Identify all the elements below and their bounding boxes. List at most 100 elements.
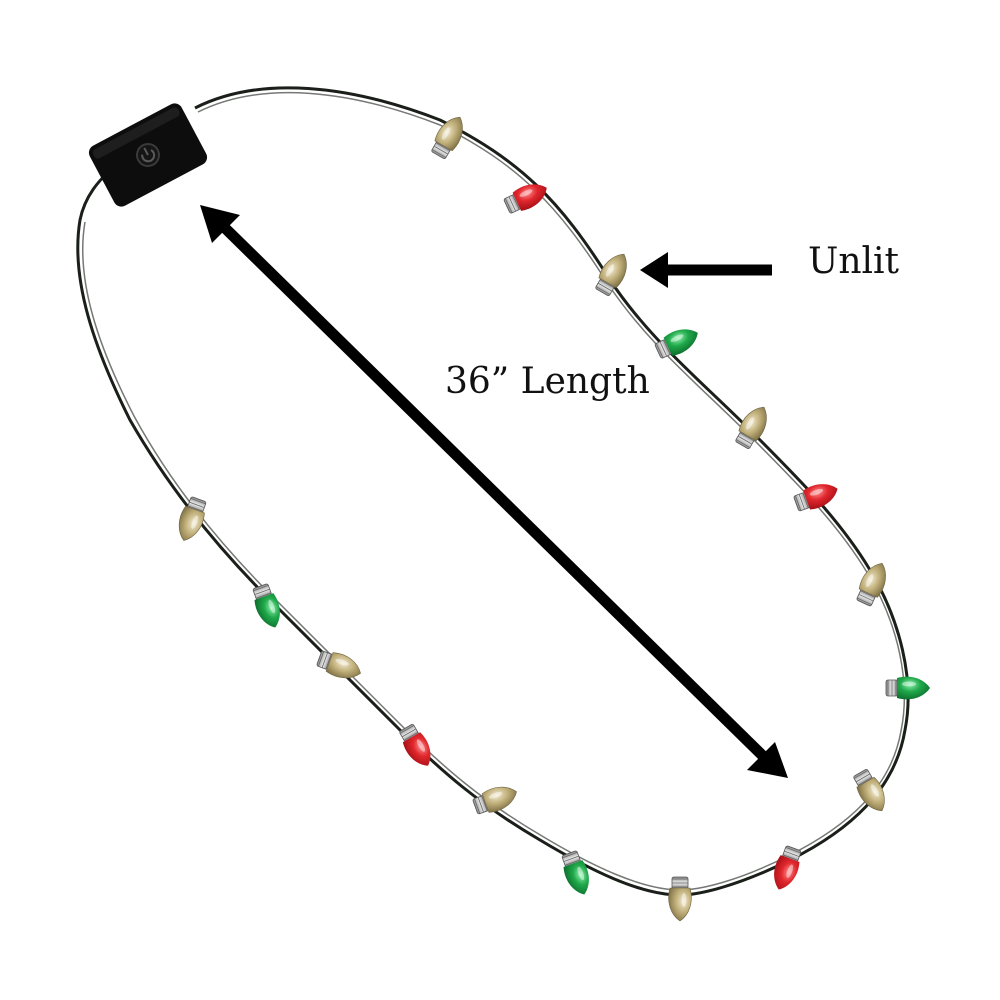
necklace-wire-twist [82,91,906,891]
socket-ridge [663,339,671,355]
bulb-gold [856,562,886,607]
socket-ridge [473,798,481,814]
socket-ridge [853,770,869,779]
bulb-gold [178,496,207,541]
bulb-highlight [745,417,755,430]
bulb-highlight [335,658,349,666]
socket-ridge [597,282,613,292]
socket-ridge [737,435,753,445]
battery-box-icon [88,103,208,207]
bulb-body [434,116,463,152]
bulb-green [252,583,280,628]
socket-ridge [857,776,873,786]
socket-ridge [433,145,449,155]
bulb-body [598,253,627,289]
socket-ridge [563,855,579,862]
socket-ridge [189,501,205,508]
bulb-green [885,676,930,700]
socket-ridge [802,492,809,509]
bulb-gold [668,876,692,922]
socket-ridge [325,653,332,670]
socket-ridge [739,432,755,442]
bulb-highlight [809,488,824,496]
socket-ridge [403,731,419,741]
unlit-pointer-arrow [640,252,772,288]
bulb-body [254,593,280,628]
socket-ridge [504,198,513,214]
bulb-body [774,855,800,890]
bulb-body [563,860,589,895]
bulb-highlight [191,515,199,529]
bulb-body [481,786,517,813]
bulb-highlight [577,866,585,881]
unlit-label: Unlit [808,241,900,282]
socket-ridge [431,149,447,158]
socket-ridge [794,495,802,511]
bulb-highlight [681,893,687,907]
socket-ridge [564,859,581,866]
bulb-body [325,652,361,679]
bulb-highlight [268,599,276,614]
bulb-body [178,505,205,541]
bulb-body [668,887,692,922]
socket-ridge [190,497,206,505]
arrowhead-top [200,205,240,243]
socket-ridge [798,494,805,510]
arrowhead-bottom [747,742,788,778]
bulb-gold [595,253,627,296]
socket-ridge [785,846,801,854]
bulb-body [803,484,838,510]
bulb-highlight [870,784,880,797]
bulb-green [561,850,589,895]
socket-ridge [784,850,800,857]
bulb-gold [316,650,361,679]
socket-ridge [187,505,204,512]
bulb-body [897,676,930,700]
bulb-highlight [488,791,503,799]
bulb-body [402,732,431,766]
bulb-string [178,116,930,922]
bulb-body [663,329,698,356]
bulb-red [503,184,547,214]
bulb-highlight [416,739,426,752]
socket-ridge [255,592,272,599]
socket-ridge [860,590,876,598]
socket-ridge [321,652,328,668]
bulb-highlight [519,189,533,197]
bulb-body [512,184,547,211]
socket-ridge [858,593,874,602]
bulb-red [399,724,431,766]
socket-ridge [253,584,269,592]
bulb-red [774,845,802,890]
bulb-highlight [670,334,684,342]
bulb-highlight [605,264,615,277]
socket-ridge [659,341,668,357]
bulb-body [738,406,767,442]
socket-ridge [508,196,517,212]
socket-ridge [477,797,484,813]
socket-ridge [435,142,451,152]
socket-ridge [254,588,270,595]
length-arrow [200,205,788,778]
socket-ridge [855,773,871,783]
bulb-gold [735,406,767,449]
bulb-body [856,776,885,812]
socket-ridge [735,439,751,448]
bulb-highlight [441,127,451,140]
socket-ridge [782,854,799,861]
socket-ridge [401,728,417,738]
bulb-body [858,562,886,598]
socket-ridge [599,279,615,289]
power-button-icon [136,143,160,167]
bulb-highlight [786,864,794,878]
socket-ridge [595,286,611,295]
bulb-green [654,329,698,359]
bulb-red [793,484,838,512]
bulb-gold [472,786,517,815]
socket-ridge [399,725,415,734]
bulb-highlight [902,681,916,687]
socket-ridge [512,194,520,210]
socket-ridge [856,597,872,606]
